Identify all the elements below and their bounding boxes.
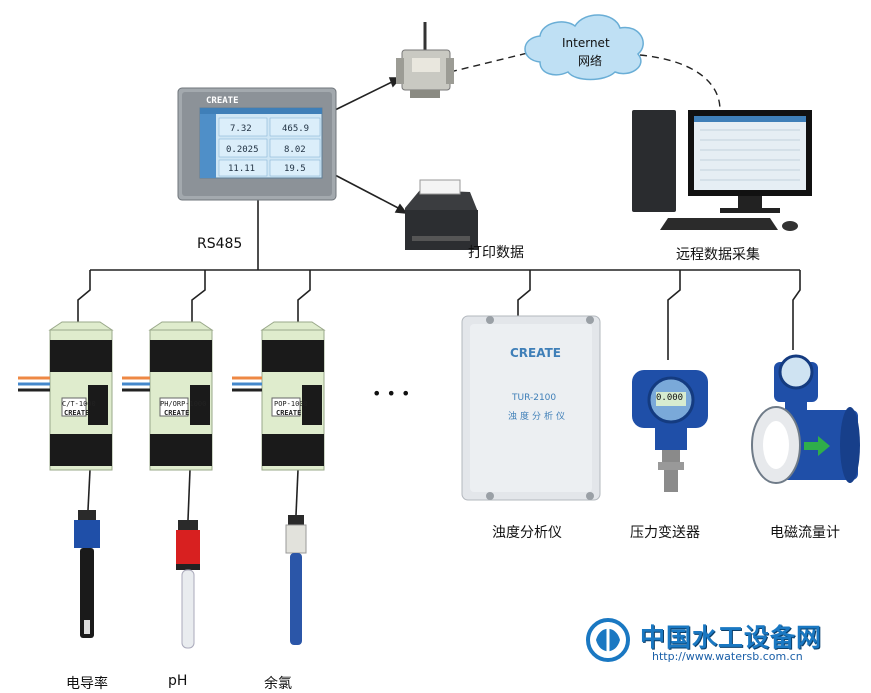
hmi-value-5: 11.11: [228, 164, 256, 174]
ph-probe: [176, 520, 200, 649]
watermark-logo-icon: [586, 618, 630, 662]
cloud-label-cn: 网络: [578, 54, 603, 68]
label-flowmeter: 电磁流量计: [770, 525, 840, 541]
internet-cloud: [524, 14, 644, 81]
module-chlorine: [232, 321, 326, 471]
cloud-label-en: Internet: [562, 36, 610, 50]
hmi-value-2: 465.9: [282, 124, 310, 134]
hmi-value-6: 19.5: [284, 164, 306, 174]
module-brand-ph: CREATE: [164, 409, 190, 417]
pressure-display: 0.000: [656, 393, 684, 403]
module-brand-chlorine: CREATE: [276, 409, 302, 417]
hmi-panel: [177, 87, 337, 201]
pressure-transmitter: [632, 370, 708, 492]
label-conductivity: 电导率: [66, 676, 108, 692]
label-chlorine: 余氯: [264, 676, 292, 692]
label-turbidity: 浊度分析仪: [492, 525, 562, 541]
module-conductivity: [18, 321, 114, 471]
bus-lines: [77, 200, 801, 521]
analyzer-model: TUR-2100: [512, 393, 557, 403]
printer-label: 打印数据: [468, 245, 524, 261]
conductivity-probe: [74, 510, 100, 638]
computer: [632, 110, 812, 231]
ellipsis: • • •: [372, 384, 411, 403]
bus-label: RS485: [197, 236, 243, 252]
hmi-value-1: 7.32: [230, 124, 252, 134]
arrows: [334, 77, 408, 214]
dashed-links: [449, 49, 721, 111]
chlorine-probe: [285, 515, 307, 645]
remote-label: 远程数据采集: [676, 247, 760, 263]
watermark-text: 中国水工设备网: [640, 623, 823, 652]
label-ph: pH: [168, 673, 188, 689]
analyzer-brand: CREATE: [510, 346, 561, 360]
turbidity-analyzer: [461, 315, 601, 501]
analyzer-name: 浊度分析仪: [508, 412, 569, 422]
printer: [405, 179, 478, 250]
label-pressure: 压力变送器: [630, 525, 700, 541]
hmi-logo: CREATE: [206, 96, 239, 106]
module-brand-conductivity: CREATE: [64, 409, 90, 417]
module-model-chlorine: POP-1000: [274, 400, 308, 408]
module-model-ph: PH/ORP-1000: [160, 400, 207, 408]
flowmeter: [751, 354, 860, 484]
hmi-value-3: 0.2025: [226, 145, 259, 155]
watermark-url: http://www.watersb.com.cn: [652, 650, 803, 663]
wireless-module: [396, 22, 454, 98]
module-ph: [122, 321, 214, 471]
hmi-value-4: 8.02: [284, 145, 306, 155]
module-model-conductivity: C/T-1000: [62, 400, 96, 408]
